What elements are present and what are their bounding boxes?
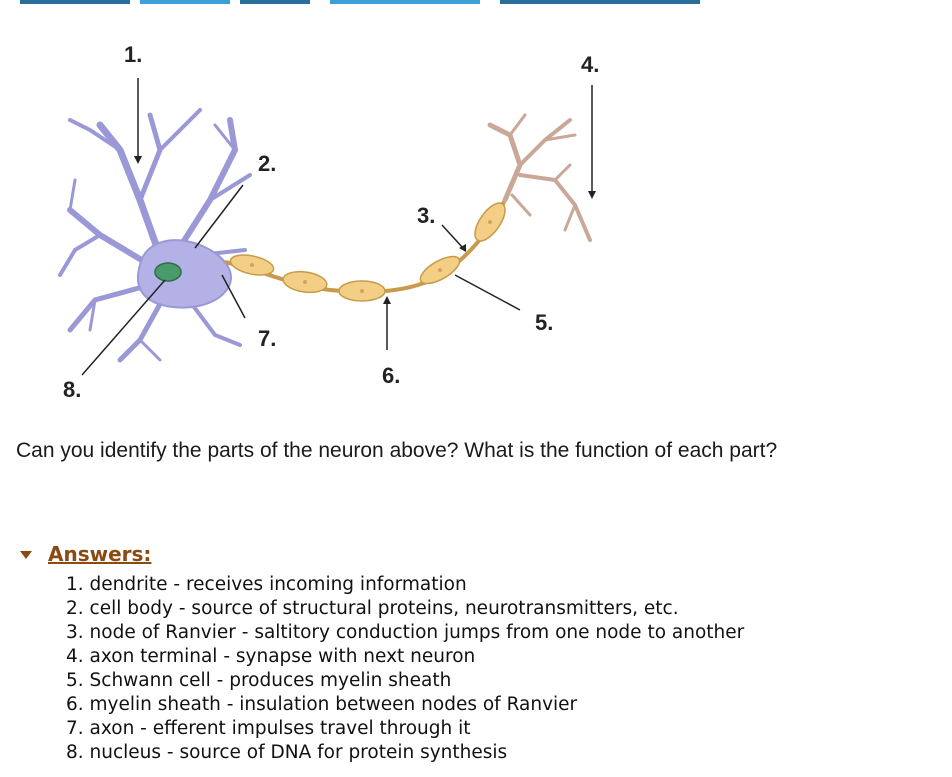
diagram-label-1: 1.: [124, 42, 143, 67]
neuron-illustration: [58, 78, 596, 376]
diagram-label-5: 5.: [535, 310, 554, 335]
diagram-label-6: 6.: [382, 363, 401, 388]
answer-item: 5. Schwann cell - produces myelin sheath: [66, 670, 452, 691]
answer-item: 4. axon terminal - synapse with next neu…: [66, 646, 476, 667]
answers-toggle[interactable]: Answers:: [20, 542, 151, 566]
answer-item: 3. node of Ranvier - saltitory conductio…: [66, 622, 745, 643]
diagram-label-7: 7.: [258, 326, 277, 351]
question-text: Can you identify the parts of the neuron…: [16, 439, 778, 462]
caret-down-icon: [20, 551, 32, 559]
answers-title: Answers:: [48, 542, 152, 566]
answer-item: 8. nucleus - source of DNA for protein s…: [66, 742, 508, 763]
answers-list: 1. dendrite - receives incoming informat…: [66, 573, 744, 765]
dendrites: [58, 108, 252, 363]
answer-item: 1. dendrite - receives incoming informat…: [66, 574, 467, 595]
arrowheads: [134, 156, 596, 304]
cropped-heading-strip: [20, 0, 700, 4]
axon-line: [224, 199, 507, 294]
diagram-label-2: 2.: [258, 151, 277, 176]
answer-item: 7. axon - efferent impulses travel throu…: [66, 718, 471, 739]
diagram-label-8: 8.: [63, 377, 82, 402]
diagram-label-3: 3.: [417, 203, 436, 228]
nucleus-shape: [154, 262, 182, 282]
pointer-lines: [81, 78, 593, 376]
answer-item: 6. myelin sheath - insulation between no…: [66, 694, 578, 715]
answer-item: 2. cell body - source of structural prot…: [66, 598, 679, 619]
neuron-diagram: 1. 2. 3. 4. 5. 6. 7. 8.: [0, 20, 640, 420]
cell-body-shape: [136, 239, 232, 309]
diagram-label-4: 4.: [581, 52, 600, 77]
axon-terminal-branches: [487, 113, 592, 242]
